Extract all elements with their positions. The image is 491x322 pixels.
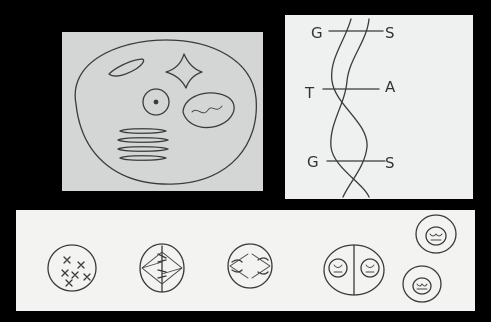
metaphase-cell: [140, 244, 184, 292]
base-label: S: [385, 24, 395, 42]
daughter-cell-bottom: [403, 266, 441, 302]
golgi-stack-4: [120, 156, 166, 161]
cell-sketch: [62, 32, 263, 191]
base-label: T: [304, 84, 315, 102]
golgi-stack-2: [118, 138, 168, 143]
helix-strand-1: [332, 19, 367, 197]
centrosome-star: [166, 54, 202, 88]
helix-strand-2: [331, 19, 369, 197]
cell-sketch-panel: [62, 32, 263, 191]
prophase-cell: [48, 245, 96, 291]
base-label: S: [385, 154, 395, 172]
mitochondrion: [183, 93, 234, 128]
mitosis-stages-panel: [16, 210, 475, 311]
mitochondrion-cristae: [192, 106, 222, 113]
nucleolus: [154, 100, 159, 105]
base-label: G: [307, 153, 319, 171]
dna-helix-panel: G S T A G S: [285, 15, 473, 199]
telophase-cell: [324, 245, 384, 295]
base-label: G: [311, 24, 323, 42]
anaphase-cell: [228, 244, 272, 288]
base-label: A: [385, 78, 396, 96]
elongated-organelle: [109, 59, 144, 76]
dna-helix-sketch: G S T A G S: [285, 15, 473, 199]
golgi-stack-1: [120, 129, 166, 134]
golgi-stack-3: [118, 147, 168, 152]
mitosis-stages-sketch: [16, 210, 475, 311]
cell-membrane: [75, 40, 256, 184]
daughter-cell-top: [416, 215, 456, 253]
